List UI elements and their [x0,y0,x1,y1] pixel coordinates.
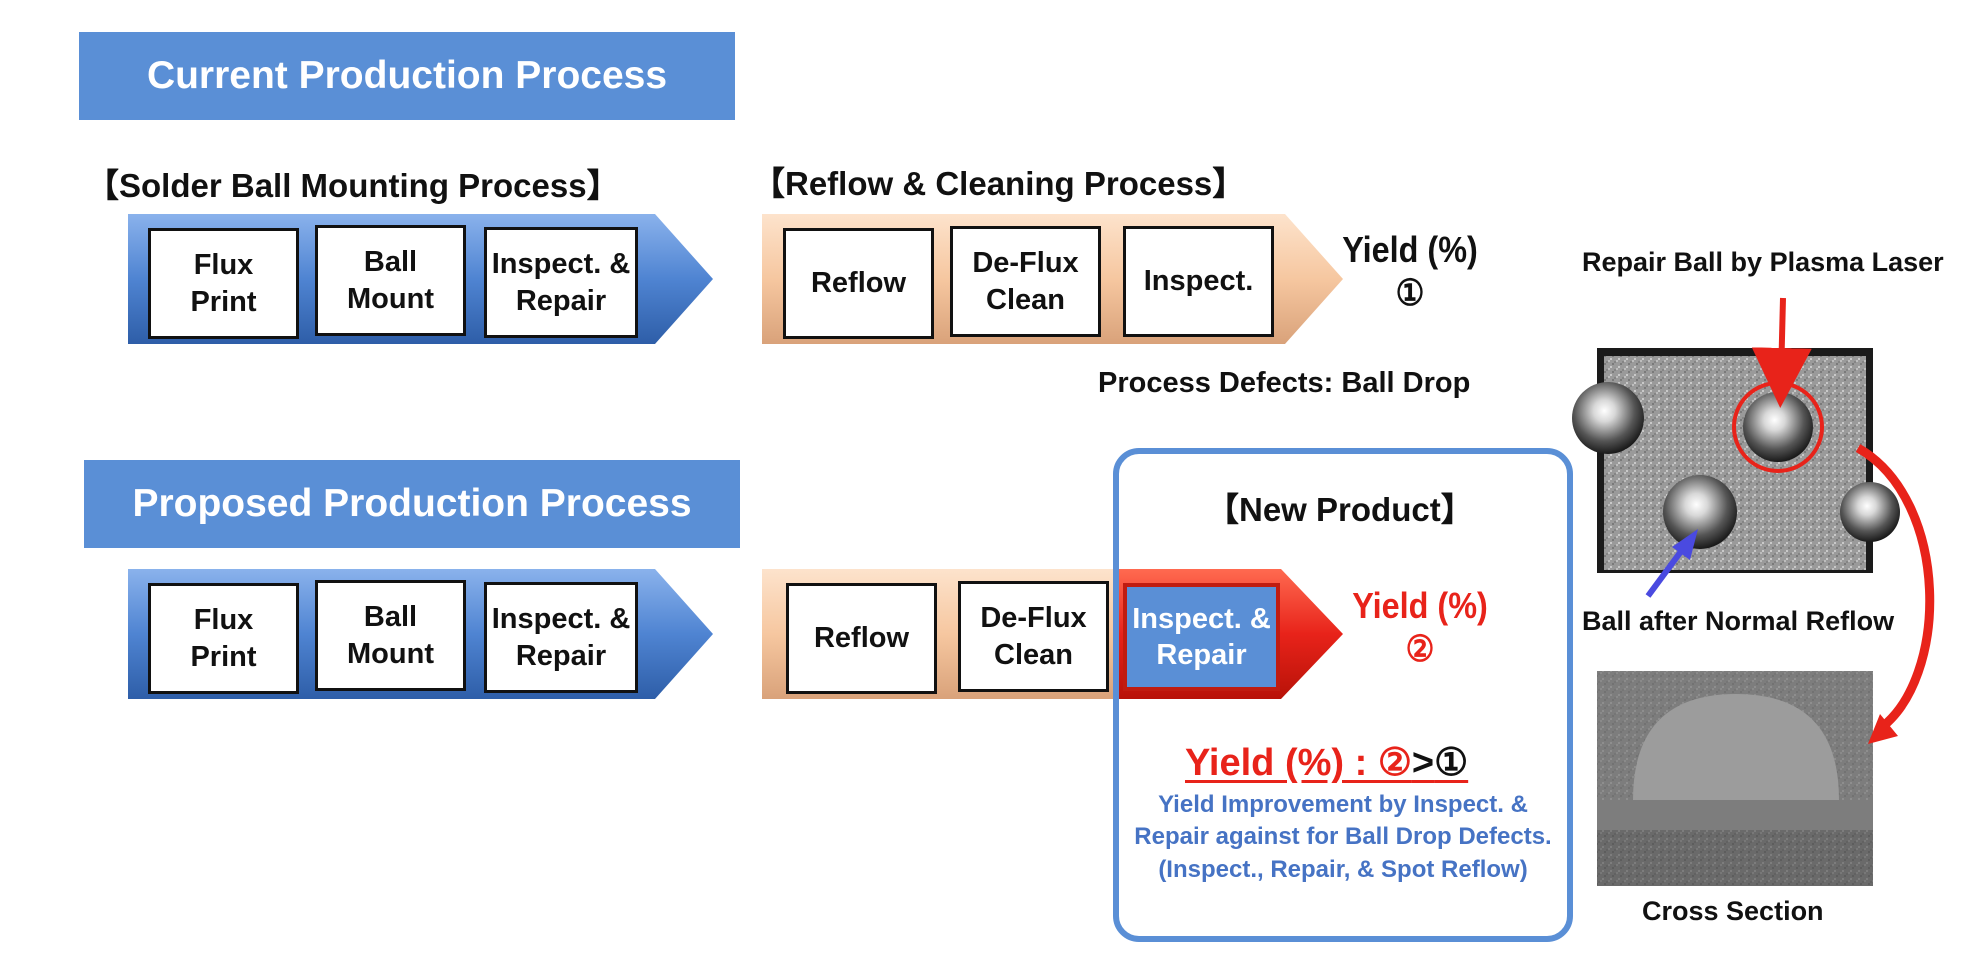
repair-callout-arrow [1751,297,1812,408]
proposed-step-reflow: Reflow [786,583,937,694]
cross-section-caption: Cross Section [1642,896,1824,926]
yield-comparison-suffix: ① [1434,742,1469,784]
current-yield-marker: ① [1395,272,1425,314]
proposed-step-inspect-repair: Inspect. & Repair [484,582,638,693]
new-product-description: Yield Improvement by Inspect. & Repair a… [1120,789,1566,886]
curved-red-arrow [1855,444,1935,734]
yield-comparison: Yield (%) : ②>① [1185,740,1468,785]
proposed-yield: Yield (%) ② [1348,584,1492,670]
new-product-box [1113,448,1573,942]
proposed-step-flux-print: Flux Print [148,583,299,694]
normal-reflow-caption: Ball after Normal Reflow [1582,606,1895,636]
description-line-3: (Inspect., Repair, & Spot Reflow) [1158,855,1528,883]
proposed-yield-marker: ② [1405,628,1435,670]
proposed-step-inspect-repair-new: Inspect. & Repair [1123,583,1280,691]
solder-mounting-label: 【Solder Ball Mounting Process】 [86,167,620,204]
normal-callout-arrow [1645,544,1688,598]
proposed-step-deflux-clean: De-Flux Clean [958,581,1109,692]
description-line-1: Yield Improvement by Inspect. & [1158,791,1528,818]
description-line-2: Repair against for Ball Drop Defects. [1134,823,1552,851]
new-product-title: 【New Product】 [1206,491,1474,528]
current-step-reflow: Reflow [783,228,934,339]
current-yield: Yield (%) ① [1338,228,1482,314]
current-process-title: Current Production Process [79,32,735,120]
current-step-deflux-clean: De-Flux Clean [950,226,1101,337]
process-defects-text: Process Defects: Ball Drop [1098,367,1471,399]
proposed-process-title: Proposed Production Process [84,460,740,548]
sem-photo-top [1572,348,1900,573]
current-step-flux-print: Flux Print [148,228,299,339]
current-step-inspect: Inspect. [1123,226,1274,337]
cross-section-photo [1597,671,1873,886]
proposed-step-ball-mount: Ball Mount [315,580,466,691]
yield-comparison-gt: > [1411,742,1435,784]
repair-ball-caption: Repair Ball by Plasma Laser [1582,247,1944,277]
current-step-ball-mount: Ball Mount [315,225,466,336]
reflow-cleaning-label: 【Reflow & Cleaning Process】 [752,165,1246,202]
proposed-yield-label: Yield (%) [1352,585,1488,626]
current-step-inspect-repair: Inspect. & Repair [484,227,638,338]
current-yield-label: Yield (%) [1342,229,1478,270]
yield-comparison-prefix: Yield (%) : ② [1185,742,1412,784]
